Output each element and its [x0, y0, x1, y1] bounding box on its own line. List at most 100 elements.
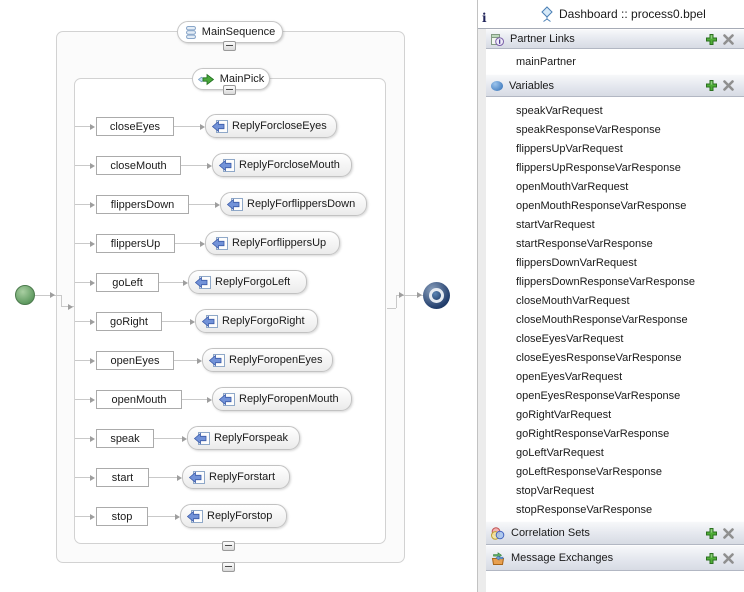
reply-openMouth[interactable]: ReplyForopenMouth: [212, 387, 352, 411]
onmessage-closeEyes[interactable]: closeEyes: [96, 117, 174, 136]
connector-arrow-icon: [215, 202, 220, 208]
collapse-button[interactable]: [222, 541, 235, 551]
variable-item[interactable]: goRightResponseVarResponse: [516, 427, 670, 440]
connector-arrow-icon: [90, 358, 95, 364]
onmessage-goRight[interactable]: goRight: [96, 312, 162, 331]
onmessage-flippersUp[interactable]: flippersUp: [96, 234, 175, 253]
collapse-button[interactable]: [222, 562, 235, 572]
reply-icon: [195, 275, 211, 289]
connector-arrow-icon: [90, 475, 95, 481]
variables-list: speakVarRequest speakResponseVarResponse…: [486, 97, 744, 521]
variable-item[interactable]: flippersDownVarRequest: [516, 256, 637, 269]
variable-item[interactable]: flippersDownResponseVarResponse: [516, 275, 695, 288]
process-dashboard-panel: Dashboard :: process0.bpel i Partner Lin…: [478, 0, 744, 592]
variable-item[interactable]: goLeftVarRequest: [516, 446, 604, 459]
connector-line: [75, 438, 90, 439]
reply-speak[interactable]: ReplyForspeak: [187, 426, 300, 450]
sequence-title-box[interactable]: MainSequence: [177, 21, 283, 43]
add-icon[interactable]: [706, 80, 717, 91]
variable-item[interactable]: stopVarRequest: [516, 484, 595, 497]
delete-icon[interactable]: [723, 33, 734, 45]
variable-item[interactable]: startVarRequest: [516, 218, 595, 231]
add-icon[interactable]: [706, 527, 717, 539]
onmessage-label: goLeft: [112, 276, 143, 289]
add-icon[interactable]: [706, 33, 717, 45]
onmessage-label: openMouth: [111, 393, 167, 406]
variable-item[interactable]: goRightVarRequest: [516, 408, 612, 421]
end-node-ring: [429, 288, 444, 303]
process-end-node[interactable]: [423, 282, 450, 309]
onmessage-label: closeEyes: [109, 120, 161, 133]
pick-title-box[interactable]: MainPick: [192, 68, 270, 90]
onmessage-start[interactable]: start: [96, 468, 149, 487]
delete-icon[interactable]: [723, 80, 734, 91]
section-header-partner-links[interactable]: Partner Links: [486, 29, 744, 49]
onmessage-label: speak: [110, 432, 140, 445]
reply-closeMouth[interactable]: ReplyForcloseMouth: [212, 153, 352, 177]
connector-arrow-icon: [183, 280, 188, 286]
reply-icon: [219, 392, 235, 406]
reply-closeEyes[interactable]: ReplyForcloseEyes: [205, 114, 337, 138]
onmessage-flippersDown[interactable]: flippersDown: [96, 195, 189, 214]
reply-icon: [189, 470, 205, 484]
partner-link-item[interactable]: mainPartner: [486, 49, 744, 74]
variable-item[interactable]: closeMouthResponseVarResponse: [516, 313, 688, 326]
reply-flippersDown[interactable]: ReplyForflippersDown: [220, 192, 367, 216]
connector-line: [75, 126, 90, 127]
variable-item[interactable]: speakResponseVarResponse: [516, 123, 661, 136]
section-header-correlation-sets[interactable]: Correlation Sets: [486, 521, 744, 545]
variable-item[interactable]: openMouthVarRequest: [516, 180, 629, 193]
reply-label: ReplyForflippersUp: [232, 237, 327, 249]
connector-line: [175, 243, 200, 244]
connector-arrow-icon: [182, 436, 187, 442]
connector-arrow-icon: [190, 319, 195, 325]
reply-start[interactable]: ReplyForstart: [182, 465, 290, 489]
connector-line: [75, 399, 90, 400]
variable-item[interactable]: stopResponseVarResponse: [516, 503, 653, 516]
reply-openEyes[interactable]: ReplyForopenEyes: [202, 348, 333, 372]
variable-item[interactable]: closeEyesVarRequest: [516, 332, 624, 345]
variable-item[interactable]: closeMouthVarRequest: [516, 294, 630, 307]
sequence-icon: [185, 25, 196, 39]
connector-arrow-icon: [399, 292, 404, 298]
variable-item[interactable]: openEyesVarRequest: [516, 370, 623, 383]
reply-flippersUp[interactable]: ReplyForflippersUp: [205, 231, 340, 255]
connector-line: [154, 438, 182, 439]
connector-arrow-icon: [197, 358, 202, 364]
connector-arrow-icon: [175, 514, 180, 520]
partner-links-icon: [491, 33, 504, 46]
info-marker: i: [482, 11, 487, 25]
section-header-message-exchanges[interactable]: Message Exchanges: [486, 545, 744, 571]
onmessage-label: closeMouth: [110, 159, 167, 172]
reply-label: ReplyForgoLeft: [215, 276, 291, 288]
editor-panel-divider: [477, 0, 478, 592]
variable-item[interactable]: speakVarRequest: [516, 104, 603, 117]
variable-item[interactable]: goLeftResponseVarResponse: [516, 465, 662, 478]
connector-line: [35, 295, 61, 296]
section-header-variables[interactable]: Variables: [486, 74, 744, 97]
add-icon[interactable]: [706, 552, 717, 564]
variable-item[interactable]: flippersUpVarRequest: [516, 142, 623, 155]
onmessage-closeMouth[interactable]: closeMouth: [96, 156, 181, 175]
process-start-node[interactable]: [15, 285, 35, 305]
onmessage-stop[interactable]: stop: [96, 507, 148, 526]
reply-stop[interactable]: ReplyForstop: [180, 504, 287, 528]
collapse-button[interactable]: [223, 85, 236, 95]
onmessage-label: stop: [111, 510, 133, 523]
delete-icon[interactable]: [723, 552, 734, 564]
collapse-button[interactable]: [223, 41, 236, 51]
onmessage-openMouth[interactable]: openMouth: [96, 390, 182, 409]
variable-item[interactable]: startResponseVarResponse: [516, 237, 653, 250]
onmessage-openEyes[interactable]: openEyes: [96, 351, 174, 370]
variable-item[interactable]: closeEyesResponseVarResponse: [516, 351, 682, 364]
onmessage-goLeft[interactable]: goLeft: [96, 273, 159, 292]
connector-line: [75, 516, 90, 517]
reply-goRight[interactable]: ReplyForgoRight: [195, 309, 318, 333]
variable-item[interactable]: openEyesResponseVarResponse: [516, 389, 681, 402]
connector-line: [387, 308, 396, 309]
onmessage-speak[interactable]: speak: [96, 429, 154, 448]
variable-item[interactable]: flippersUpResponseVarResponse: [516, 161, 681, 174]
variable-item[interactable]: openMouthResponseVarResponse: [516, 199, 687, 212]
reply-goLeft[interactable]: ReplyForgoLeft: [188, 270, 307, 294]
delete-icon[interactable]: [723, 527, 734, 539]
